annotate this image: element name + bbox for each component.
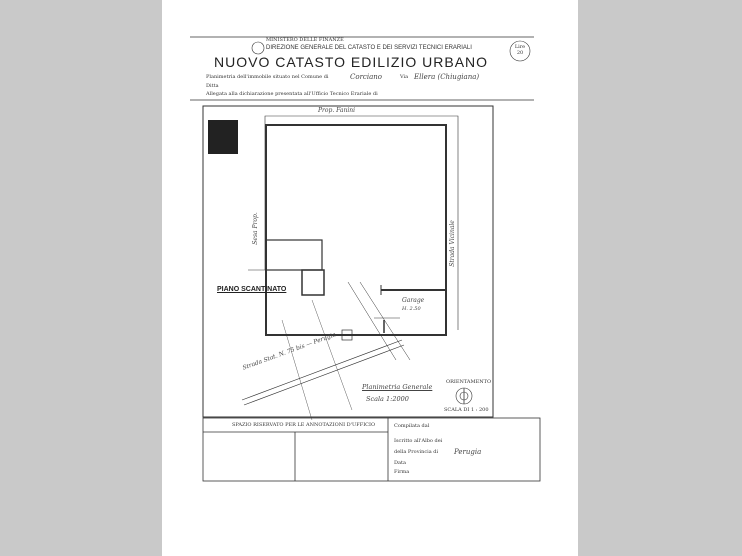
- planimetria-label: Planimetria dell'immobile situato nel Co…: [206, 74, 329, 80]
- document-title: NUOVO CATASTO EDILIZIO URBANO: [214, 54, 489, 70]
- compiled-by-label: Compilata dal: [394, 423, 430, 429]
- allegata-label: Allegata alla dichiarazione presentata a…: [206, 91, 378, 97]
- stamp-price-circle: [509, 40, 531, 62]
- date-label: Data: [394, 460, 406, 466]
- via-label: Via: [400, 74, 409, 80]
- orientation-label: ORIENTAMENTO: [446, 379, 492, 385]
- direction-label: DIREZIONE GENERALE DEL CATASTO E DEI SER…: [266, 45, 472, 51]
- province-label: della Provincia di: [394, 449, 439, 455]
- ministry-label: MINISTERO DELLE FINANZE: [266, 37, 344, 43]
- general-plan-scale: Scala 1:2000: [366, 395, 409, 403]
- scale-label: SCALA DI 1 : 200: [444, 407, 489, 413]
- office-notes-header: SPAZIO RISERVATO PER LE ANNOTAZIONI D'UF…: [232, 422, 376, 428]
- province-value: Perugia: [454, 448, 482, 456]
- cadastral-sheet: MINISTERO DELLE FINANZE DIREZIONE GENERA…: [162, 0, 578, 556]
- registered-label: Iscritto all'Albo dei: [394, 438, 443, 444]
- via-value: Ellera (Chiugiana): [414, 73, 480, 81]
- stamp-price: Lire 20: [514, 44, 526, 56]
- signature-label: Firma: [394, 469, 410, 475]
- general-plan-label: Planimetria Generale: [362, 383, 433, 391]
- garage-label: Garage: [402, 297, 425, 304]
- revenue-stamp-icon: [208, 120, 238, 154]
- garage-height: H. 2.50: [402, 306, 421, 312]
- north-boundary-label: Prop. Fanini: [318, 107, 356, 114]
- floor-label: PIANO SCANTINATO: [217, 286, 287, 293]
- west-boundary-label: Sesa Prop.: [251, 212, 259, 245]
- ditta-label: Ditta: [206, 83, 219, 89]
- floor-plan-drawing: [190, 36, 541, 482]
- emblem-icon: [251, 41, 265, 55]
- comune-value: Corciano: [350, 73, 382, 81]
- east-boundary-label: Strada Vicinale: [448, 220, 456, 267]
